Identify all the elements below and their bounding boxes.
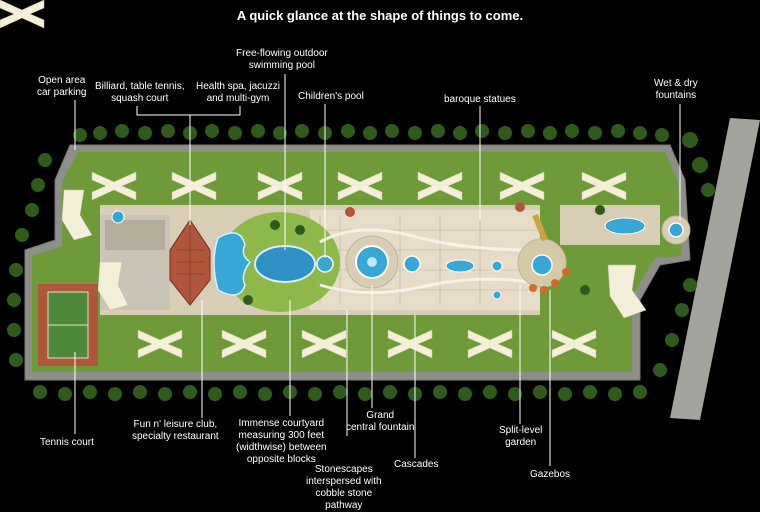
free-flowing-pool (254, 245, 316, 283)
residential-blocks (0, 0, 647, 359)
label-open-area-parking: Open area car parking (37, 75, 87, 98)
label-health-spa: Health spa, jacuzzi and multi-gym (196, 81, 280, 104)
label-split-level-garden: Split-level garden (499, 425, 543, 448)
label-wet-dry-fountains: Wet & dry fountains (654, 78, 698, 101)
label-courtyard: Immense courtyard measuring 300 feet (wi… (236, 418, 327, 465)
swimming-pool (213, 232, 252, 296)
small-fountain (403, 255, 421, 273)
label-cascades: Cascades (394, 459, 439, 470)
wet-dry-fountain-pool (604, 217, 646, 235)
cobble-pathway (319, 228, 531, 252)
cascade-pool (445, 259, 475, 273)
label-gazebos: Gazebos (530, 469, 571, 480)
label-swimming-pool: Free-flowing outdoor swimming pool (236, 48, 328, 71)
leader-lines (74, 74, 681, 466)
label-billiard: Billiard, table tennis, squash court (95, 81, 185, 104)
childrens-pool (316, 255, 334, 273)
page-title: A quick glance at the shape of things to… (236, 8, 524, 23)
access-road (670, 118, 760, 420)
label-fun-leisure-club: Fun n' leisure club, specialty restauran… (132, 419, 219, 442)
label-tennis-court: Tennis court (40, 437, 94, 448)
baroque-statues (532, 213, 548, 242)
label-baroque-statues: baroque statues (444, 94, 516, 105)
gazebo-fountain (531, 254, 553, 276)
gazebos (529, 268, 570, 294)
label-grand-fountain: Grand central fountain (346, 410, 415, 433)
label-stonescapes: Stonescapes interspersed with cobble sto… (306, 464, 382, 511)
trees (7, 124, 715, 401)
label-childrens-pool: Children's pool (298, 91, 364, 102)
